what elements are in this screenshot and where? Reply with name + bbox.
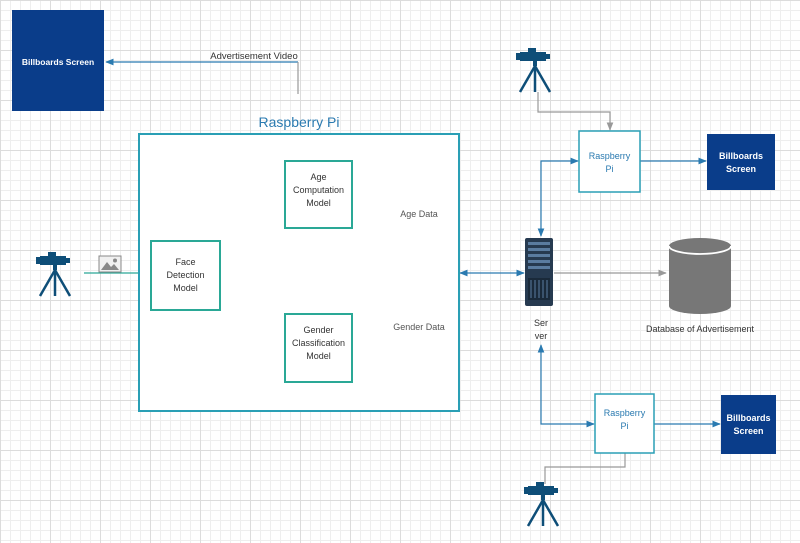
face-detection-line1: Face	[175, 257, 195, 267]
server-to-bottom-rpi	[537, 344, 595, 428]
billboard-top-left-label: Billboards Screen	[22, 57, 94, 67]
billboard-right-1-line2: Screen	[726, 164, 756, 174]
camera-left-icon	[36, 252, 72, 297]
gender-model-line3: Model	[306, 351, 331, 361]
age-model-line2: Computation	[293, 185, 344, 195]
camera-top-right-icon	[516, 48, 552, 93]
server-label-line1: Ser	[534, 318, 548, 328]
server-rack-icon	[525, 238, 553, 306]
gender-model-line1: Gender	[303, 325, 333, 335]
raspberry-pi-main-title: Raspberry Pi	[259, 114, 340, 130]
server-to-top-rpi	[537, 157, 579, 237]
face-detection-line3: Model	[173, 283, 198, 293]
raspberry-pi-top-right: Raspberry Pi	[578, 130, 641, 193]
age-computation-model: Age Computation Model	[284, 160, 353, 229]
billboard-screen-right-1: Billboards Screen	[707, 134, 775, 190]
gender-data-label-bg	[390, 319, 448, 333]
face-detection-model: Face Detection Model	[150, 240, 221, 311]
database-label: Database of Advertisement	[646, 324, 755, 334]
age-data-label-bg	[396, 206, 442, 220]
bottom-camera-to-rpi	[544, 453, 626, 484]
server-label-line2: ver	[535, 331, 548, 341]
face-detection-line2: Detection	[166, 270, 204, 280]
image-icon	[98, 255, 122, 273]
gender-data-label: Gender Data	[393, 322, 445, 332]
age-model-line3: Model	[306, 198, 331, 208]
age-data-label: Age Data	[400, 209, 438, 219]
rpi-right-1-line1: Raspberry	[589, 151, 631, 161]
billboard-right-2-line1: Billboards	[726, 413, 770, 423]
rpi-right-2-line1: Raspberry	[604, 408, 646, 418]
camera-bottom-right-icon	[524, 482, 560, 527]
gender-model-line2: Classification	[292, 338, 345, 348]
gender-classification-model: Gender Classification Model	[284, 313, 353, 383]
billboard-screen-top-left: Billboards Screen	[12, 10, 104, 111]
billboard-screen-right-2: Billboards Screen	[721, 395, 776, 454]
rpi-right-1-line2: Pi	[605, 164, 613, 174]
advert-video-label: Advertisement Video	[210, 51, 298, 62]
database-cylinder-icon	[668, 238, 732, 314]
billboard-right-1-line1: Billboards	[719, 151, 763, 161]
top-camera-to-rpi	[537, 92, 614, 131]
billboard-right-2-line2: Screen	[733, 426, 763, 436]
raspberry-pi-bottom-right: Raspberry Pi	[594, 393, 655, 454]
rpi-right-2-line2: Pi	[620, 421, 628, 431]
age-model-line1: Age	[310, 172, 326, 182]
